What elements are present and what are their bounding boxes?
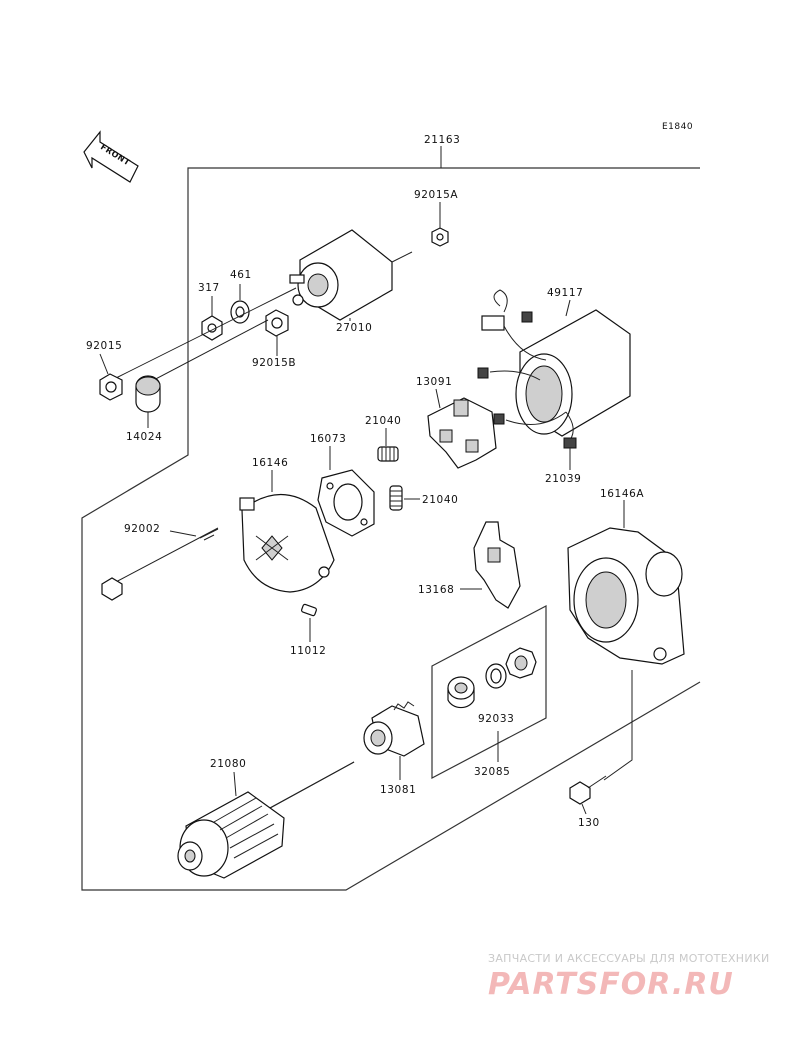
spring-21040-upper	[377, 446, 399, 462]
label-13168: 13168	[418, 584, 454, 596]
kit-frame-32085	[431, 605, 547, 779]
yoke-49117	[477, 289, 631, 449]
label-13091: 13091	[416, 376, 452, 388]
nut-92015A	[431, 227, 449, 247]
brush-holder-13091	[427, 397, 497, 469]
clutch-13081	[363, 701, 425, 757]
label-317: 317	[198, 282, 220, 294]
washer-461	[230, 300, 250, 324]
collar-92033	[447, 676, 475, 709]
label-21039: 21039	[545, 473, 581, 485]
label-13081: 13081	[380, 784, 416, 796]
label-32085: 32085	[474, 766, 510, 778]
label-16146A: 16146A	[600, 488, 644, 500]
spring-21040-lower	[389, 485, 403, 511]
brush-plate-13168	[473, 521, 521, 609]
bolt-130	[569, 775, 607, 805]
armature-21080	[177, 761, 355, 879]
gear-32085	[505, 647, 537, 679]
label-92015: 92015	[86, 340, 122, 352]
front-housing-16146A	[567, 527, 685, 665]
label-92002: 92002	[124, 523, 160, 535]
assembly-frame	[81, 167, 701, 891]
nut-317	[201, 315, 223, 341]
end-cover-16146	[239, 493, 335, 593]
label-21163: 21163	[424, 134, 460, 146]
nut-92015B	[265, 309, 289, 337]
label-92015B: 92015B	[252, 357, 296, 369]
bolt-92002	[101, 527, 219, 601]
label-16146: 16146	[252, 457, 288, 469]
cap-14024	[135, 375, 161, 413]
label-21040-upper: 21040	[365, 415, 401, 427]
watermark-logo: PARTSFOR.RU	[488, 967, 734, 1002]
label-14024: 14024	[126, 431, 162, 443]
label-11012: 11012	[290, 645, 326, 657]
ring-92033	[485, 663, 507, 689]
label-92033: 92033	[478, 713, 514, 725]
nut-92015	[99, 373, 123, 401]
label-21040-lower: 21040	[422, 494, 458, 506]
label-130: 130	[578, 817, 600, 829]
solenoid-27010	[289, 229, 413, 321]
front-arrow-icon: FRONT	[83, 130, 139, 183]
watermark-tagline: ЗАПЧАСТИ И АКСЕССУАРЫ ДЛЯ МОТОТЕХНИКИ	[488, 952, 770, 965]
key-11012	[301, 603, 317, 617]
label-92015A: 92015A	[414, 189, 458, 201]
diagram-code: E1840	[662, 122, 693, 132]
label-49117: 49117	[547, 287, 583, 299]
plate-16073	[317, 469, 375, 537]
label-21080: 21080	[210, 758, 246, 770]
label-461: 461	[230, 269, 252, 281]
label-27010: 27010	[336, 322, 372, 334]
label-16073: 16073	[310, 433, 346, 445]
